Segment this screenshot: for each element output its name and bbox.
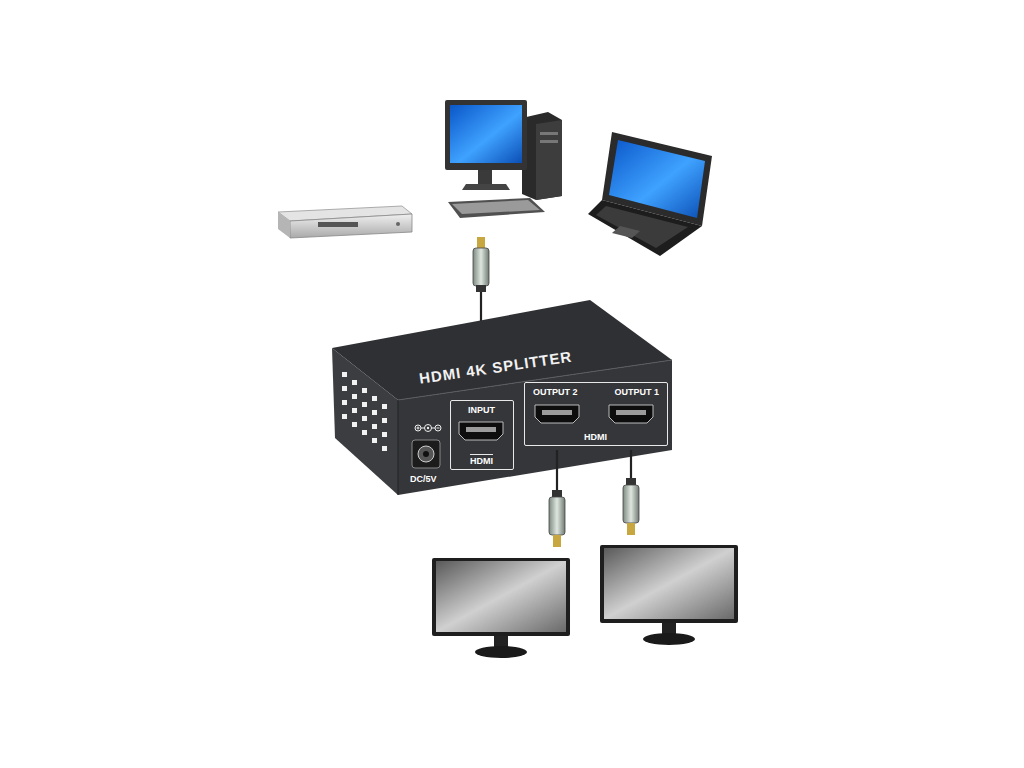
output-panel: OUTPUT 2 OUTPUT 1 HDMI bbox=[524, 382, 668, 446]
monitor bbox=[600, 545, 738, 645]
power-label: DC/5V bbox=[410, 474, 437, 484]
port-label: OUTPUT 2 bbox=[533, 387, 578, 398]
dvd-player bbox=[278, 206, 412, 238]
monitor bbox=[432, 558, 570, 658]
hdmi-cable bbox=[549, 450, 639, 547]
splitter-body: HDMI 4K SPLITTERINPUTHDMIOUTPUT 2OUTPUT … bbox=[330, 298, 675, 498]
port-group-label: HDMI bbox=[470, 454, 493, 467]
splitter-housing bbox=[332, 300, 672, 495]
desktop-pc bbox=[445, 100, 562, 218]
input-panel: INPUT HDMI bbox=[450, 400, 514, 470]
port-label: OUTPUT 1 bbox=[614, 387, 659, 398]
port-label: INPUT bbox=[468, 405, 495, 416]
laptop bbox=[588, 132, 712, 256]
port-group-label: HDMI bbox=[584, 432, 607, 443]
